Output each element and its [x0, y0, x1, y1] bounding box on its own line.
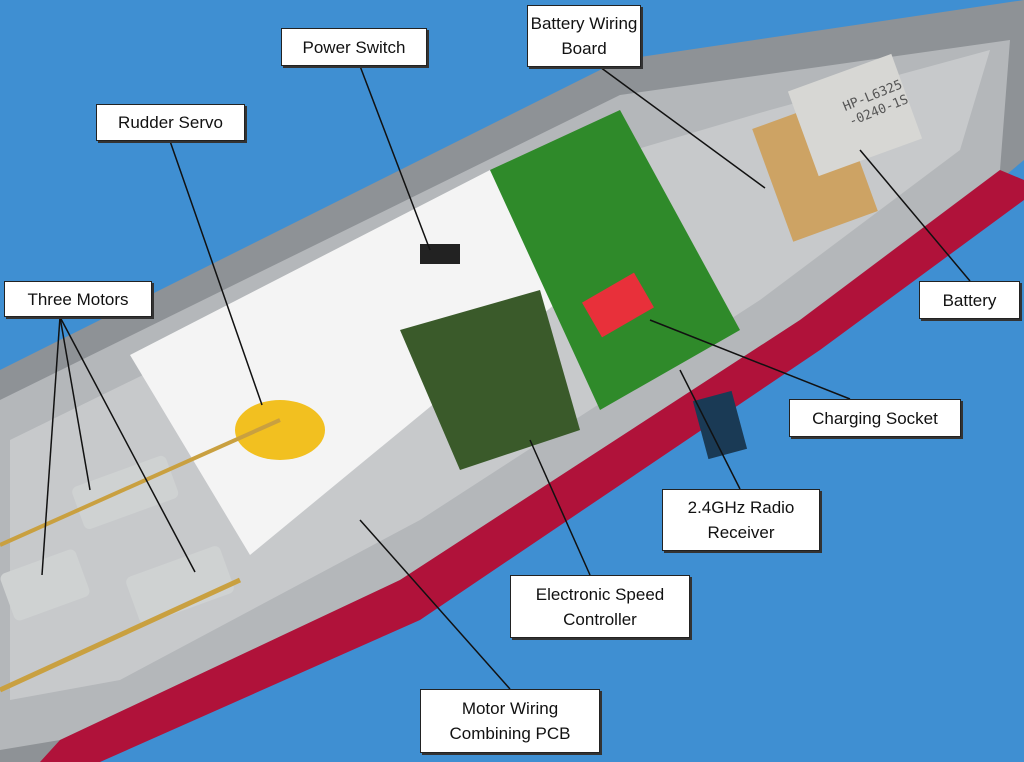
esc-board — [400, 290, 580, 470]
motor-mount-plate — [130, 170, 560, 555]
esc-label: Electronic Speed Controller — [510, 575, 690, 638]
charging-socket — [582, 272, 654, 338]
motors — [0, 418, 281, 693]
radio-receiver-label: 2.4GHz Radio Receiver — [662, 489, 820, 551]
battery-cell — [787, 53, 923, 177]
battery-wiring-board-label: Battery Wiring Board — [527, 5, 641, 67]
leader-lines — [41, 65, 971, 690]
battery-wiring-pcb — [490, 110, 740, 410]
motor-pcb-label: Motor Wiring Combining PCB — [420, 689, 600, 753]
charging-socket-label: Charging Socket — [789, 399, 961, 437]
three-motors-label: Three Motors — [4, 281, 152, 317]
power-switch-label: Power Switch — [281, 28, 427, 66]
rudder-servo — [235, 400, 325, 460]
rudder-servo-label: Rudder Servo — [96, 104, 245, 141]
power-switch — [420, 244, 460, 264]
radio-receiver — [692, 390, 748, 460]
battery-label: Battery — [919, 281, 1020, 319]
